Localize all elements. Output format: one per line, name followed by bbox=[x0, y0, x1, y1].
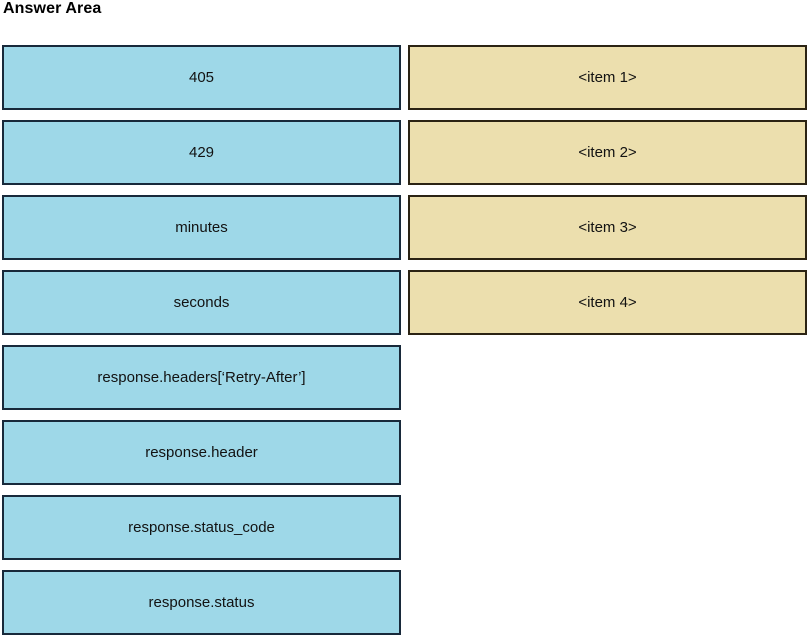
source-option-label: 405 bbox=[188, 68, 215, 86]
source-option-label: response.status bbox=[148, 593, 255, 611]
source-option-label: seconds bbox=[173, 293, 230, 311]
drop-target-item-1[interactable]: <item 1> bbox=[408, 45, 807, 110]
drop-target-item-2[interactable]: <item 2> bbox=[408, 120, 807, 185]
drop-target-item-3[interactable]: <item 3> bbox=[408, 195, 807, 260]
source-option-label: response.header bbox=[145, 443, 258, 461]
source-option-label: response.status_code bbox=[128, 518, 275, 536]
drop-target-label: <item 1> bbox=[578, 68, 637, 86]
drop-target-label: <item 4> bbox=[578, 293, 637, 311]
source-option-405[interactable]: 405 bbox=[2, 45, 401, 110]
source-option-seconds[interactable]: seconds bbox=[2, 270, 401, 335]
drop-target-item-4[interactable]: <item 4> bbox=[408, 270, 807, 335]
drop-target-label: <item 2> bbox=[578, 143, 637, 161]
source-option-response-headers-retry-after[interactable]: response.headers[‘Retry-After’] bbox=[2, 345, 401, 410]
source-option-429[interactable]: 429 bbox=[2, 120, 401, 185]
source-option-response-header[interactable]: response.header bbox=[2, 420, 401, 485]
source-option-response-status-code[interactable]: response.status_code bbox=[2, 495, 401, 560]
source-option-label: minutes bbox=[175, 218, 228, 236]
drop-target-column: <item 1> <item 2> <item 3> <item 4> bbox=[408, 45, 807, 335]
source-option-minutes[interactable]: minutes bbox=[2, 195, 401, 260]
drag-source-column: 405 429 minutes seconds response.headers… bbox=[2, 45, 401, 635]
drop-target-label: <item 3> bbox=[578, 218, 637, 236]
page-title: Answer Area bbox=[3, 0, 102, 17]
source-option-label: response.headers[‘Retry-After’] bbox=[97, 368, 306, 386]
source-option-response-status[interactable]: response.status bbox=[2, 570, 401, 635]
source-option-label: 429 bbox=[188, 143, 215, 161]
